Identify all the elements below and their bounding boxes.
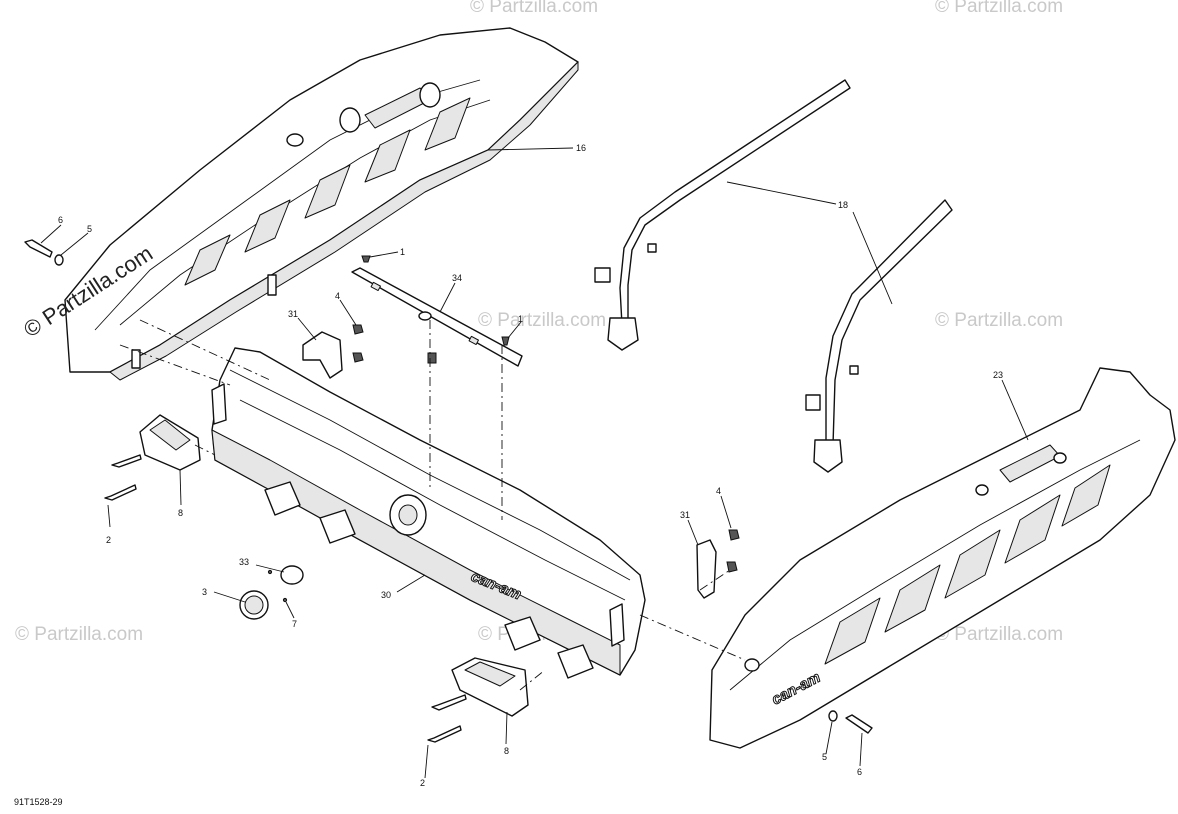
part-33-badge-plate[interactable] bbox=[280, 565, 304, 585]
part-18-grab-bars[interactable] bbox=[594, 79, 953, 473]
callout-31: 31 bbox=[680, 510, 690, 520]
callout-6: 6 bbox=[58, 215, 63, 225]
part-8-latch-right[interactable] bbox=[427, 657, 529, 743]
part-3-emblem[interactable] bbox=[239, 590, 269, 620]
part-23-right-side-rail[interactable]: can-am bbox=[709, 367, 1176, 749]
watermark: © Partzilla.com bbox=[15, 624, 143, 645]
assembly-lines bbox=[119, 319, 746, 691]
watermark: © Partzilla.com bbox=[935, 310, 1063, 331]
hardware-small[interactable] bbox=[352, 255, 740, 573]
callout-31: 31 bbox=[288, 309, 298, 319]
callout-16: 16 bbox=[576, 143, 586, 153]
callout-5: 5 bbox=[87, 224, 92, 234]
part-6-5-bolt-washer-left[interactable] bbox=[24, 239, 64, 266]
part-7-screws[interactable] bbox=[267, 569, 288, 603]
callout-18: 18 bbox=[838, 200, 848, 210]
watermark: © Partzilla.com bbox=[935, 0, 1063, 17]
callout-3: 3 bbox=[202, 587, 207, 597]
leader-lines bbox=[40, 147, 1029, 779]
callout-4: 4 bbox=[335, 291, 340, 301]
reference-code: 91T1528-29 bbox=[14, 797, 63, 807]
part-31-bracket-right[interactable] bbox=[696, 539, 717, 599]
callout-labels: 16 18 6 5 1 34 1 4 31 23 8 2 4 31 33 3 7… bbox=[58, 143, 1003, 788]
part-30-rear-panel[interactable]: can-am bbox=[211, 347, 646, 679]
callout-23: 23 bbox=[993, 370, 1003, 380]
callout-2: 2 bbox=[106, 535, 111, 545]
part-31-bracket-left[interactable] bbox=[302, 331, 343, 379]
callout-6: 6 bbox=[857, 767, 862, 777]
watermark: © Partzilla.com bbox=[935, 624, 1063, 645]
callout-8: 8 bbox=[178, 508, 183, 518]
part-5-6-bolt-washer-right[interactable] bbox=[828, 710, 873, 734]
callout-33: 33 bbox=[239, 557, 249, 567]
watermark: © Partzilla.com bbox=[470, 0, 598, 17]
part-8-latch-left[interactable] bbox=[104, 414, 201, 501]
watermark: © Partzilla.com bbox=[478, 310, 606, 331]
callout-34: 34 bbox=[452, 273, 462, 283]
callout-4: 4 bbox=[716, 486, 721, 496]
callout-7: 7 bbox=[292, 619, 297, 629]
callout-1: 1 bbox=[400, 247, 405, 257]
callout-2: 2 bbox=[420, 778, 425, 788]
callout-5: 5 bbox=[822, 752, 827, 762]
callout-1: 1 bbox=[518, 314, 523, 324]
callout-8: 8 bbox=[504, 746, 509, 756]
callout-30: 30 bbox=[381, 590, 391, 600]
part-34-bracket[interactable] bbox=[351, 267, 523, 367]
part-16-left-side-rail[interactable] bbox=[64, 27, 579, 381]
